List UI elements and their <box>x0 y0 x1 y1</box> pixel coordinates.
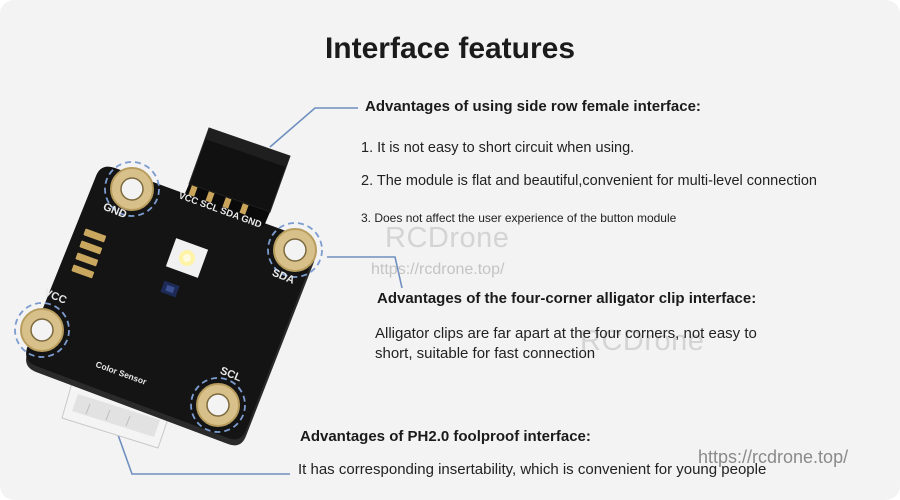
alligator-text-line-2: short, suitable for fast connection <box>375 345 596 362</box>
alligator-text-line-1: Alligator clips are far apart at the fou… <box>375 325 757 342</box>
pad-scl <box>190 377 246 433</box>
callout-line-ph20 <box>111 417 290 475</box>
page-title: Interface features <box>324 32 576 65</box>
callout-line-female <box>269 107 358 148</box>
ph20-interface-heading: Advantages of PH2.0 foolproof interface: <box>300 428 591 445</box>
callout-line-alligator <box>327 256 403 289</box>
watermark-url-corner: https://rcdrone.top/ <box>698 447 849 467</box>
ph20-text: It has corresponding insertability, whic… <box>298 461 767 478</box>
watermark-url: https://rcdrone.top/ <box>371 261 505 278</box>
color-sensor-chip <box>160 280 180 298</box>
female-point-3: 3. Does not affect the user experience o… <box>361 211 677 225</box>
led-component <box>165 238 209 278</box>
ph20-connector <box>61 382 171 449</box>
edge-pads <box>71 228 107 279</box>
pad-gnd <box>104 161 160 217</box>
female-interface-heading: Advantages of using side row female inte… <box>365 98 701 115</box>
female-point-2: 2. The module is flat and beautiful,conv… <box>361 173 817 189</box>
pad-vcc <box>14 302 70 358</box>
watermark-brand: RCDrone <box>385 222 510 254</box>
female-point-1: 1. It is not easy to short circuit when … <box>361 140 635 156</box>
watermark-brand-2: RCDrone <box>580 325 705 357</box>
pad-sda <box>267 222 323 278</box>
alligator-interface-heading: Advantages of the four-corner alligator … <box>377 290 757 307</box>
female-header <box>183 127 291 226</box>
